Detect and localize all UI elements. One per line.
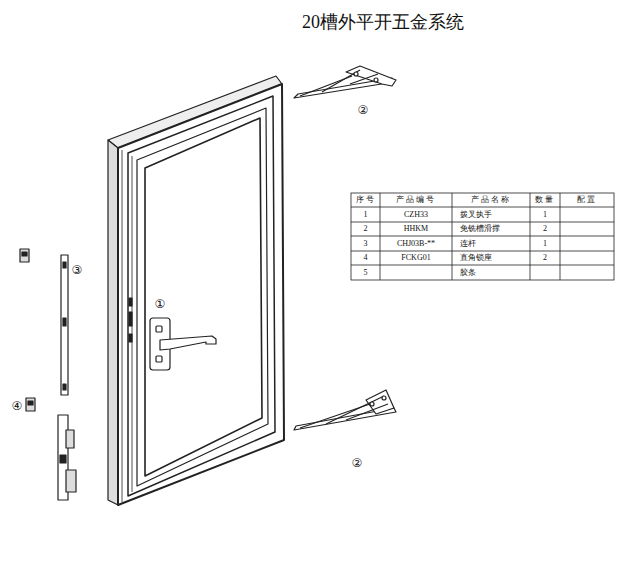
- table-rule: [351, 222, 614, 223]
- table-rule: [560, 193, 561, 280]
- table-rule: [452, 193, 453, 280]
- handle-screw: [156, 326, 162, 332]
- callout-number: ③: [72, 264, 83, 276]
- lock-keeper-hole: [28, 401, 33, 405]
- frame-side-edge: [108, 140, 118, 505]
- gearbox-slot: [60, 455, 66, 463]
- callout-number: ②: [352, 457, 363, 469]
- callout-number: ④: [12, 400, 23, 412]
- table-cell: 1: [352, 207, 379, 222]
- table-rule: [351, 251, 614, 252]
- table-cell: HHKM: [381, 222, 451, 236]
- lock-keeper: [20, 249, 29, 262]
- stay-arm: [346, 404, 388, 420]
- callout-number: ②: [358, 104, 369, 116]
- connecting-rod: [61, 255, 68, 395]
- table-cell: 3: [352, 236, 379, 251]
- table-cell: 2: [531, 222, 559, 236]
- keeper-slot: [129, 298, 132, 306]
- table-header-cell: 产品名称: [453, 193, 529, 207]
- stay-arm: [322, 70, 360, 92]
- table-cell: 4: [352, 251, 379, 265]
- stay-arm: [326, 396, 384, 424]
- lock-keeper-hole: [22, 252, 27, 256]
- handle-lever: [160, 336, 216, 350]
- table-header-cell: 产品编号: [381, 193, 451, 207]
- rod-slot: [63, 318, 66, 326]
- stay-pivot: [370, 402, 374, 406]
- table-cell: CHJ03B-**: [381, 236, 451, 251]
- handle-screw: [156, 356, 162, 362]
- table-rule: [351, 265, 614, 266]
- table-header-cell: 配置: [561, 193, 613, 207]
- table-cell: 2: [352, 222, 379, 236]
- gearbox-part: [66, 430, 74, 448]
- table-cell: 1: [531, 207, 559, 222]
- table-cell: 2: [531, 251, 559, 265]
- table-cell: CZH33: [381, 207, 451, 222]
- outer-frame: [118, 84, 284, 505]
- table-rule: [380, 193, 381, 280]
- stay-pivot: [374, 78, 378, 82]
- keeper-slot: [129, 312, 132, 326]
- sash: [128, 96, 275, 496]
- table-cell: FCKG01: [381, 251, 451, 265]
- table-header-cell: 数量: [531, 193, 559, 207]
- table-rule: [530, 193, 531, 280]
- table-header-cell: 序号: [352, 193, 379, 207]
- callout-number: ①: [155, 298, 166, 310]
- stay-pivot: [382, 396, 386, 400]
- table-cell: 免铣槽滑撑: [453, 222, 529, 236]
- table-cell: 拨叉执手: [453, 207, 529, 222]
- page-title: 20槽外平开五金系统: [302, 13, 464, 31]
- rod-slot: [63, 262, 66, 268]
- table-cell: 连杆: [453, 236, 529, 251]
- table-border: [351, 193, 614, 280]
- table-rule: [351, 207, 614, 208]
- table-cell: 5: [352, 265, 379, 280]
- keeper-slot: [129, 334, 132, 342]
- lock-keeper: [26, 398, 35, 411]
- glazing-bead: [137, 108, 268, 486]
- stay-bracket: [346, 66, 396, 86]
- stay-pivot: [354, 72, 358, 76]
- gearbox-part: [66, 470, 76, 492]
- frame-line: [122, 150, 123, 502]
- table-cell: 直角锁座: [453, 251, 529, 265]
- table-cell: 胶条: [453, 265, 529, 280]
- table-rule: [351, 236, 614, 237]
- table-cell: 1: [531, 236, 559, 251]
- rod-slot: [63, 384, 66, 390]
- glass-pane: [145, 118, 262, 476]
